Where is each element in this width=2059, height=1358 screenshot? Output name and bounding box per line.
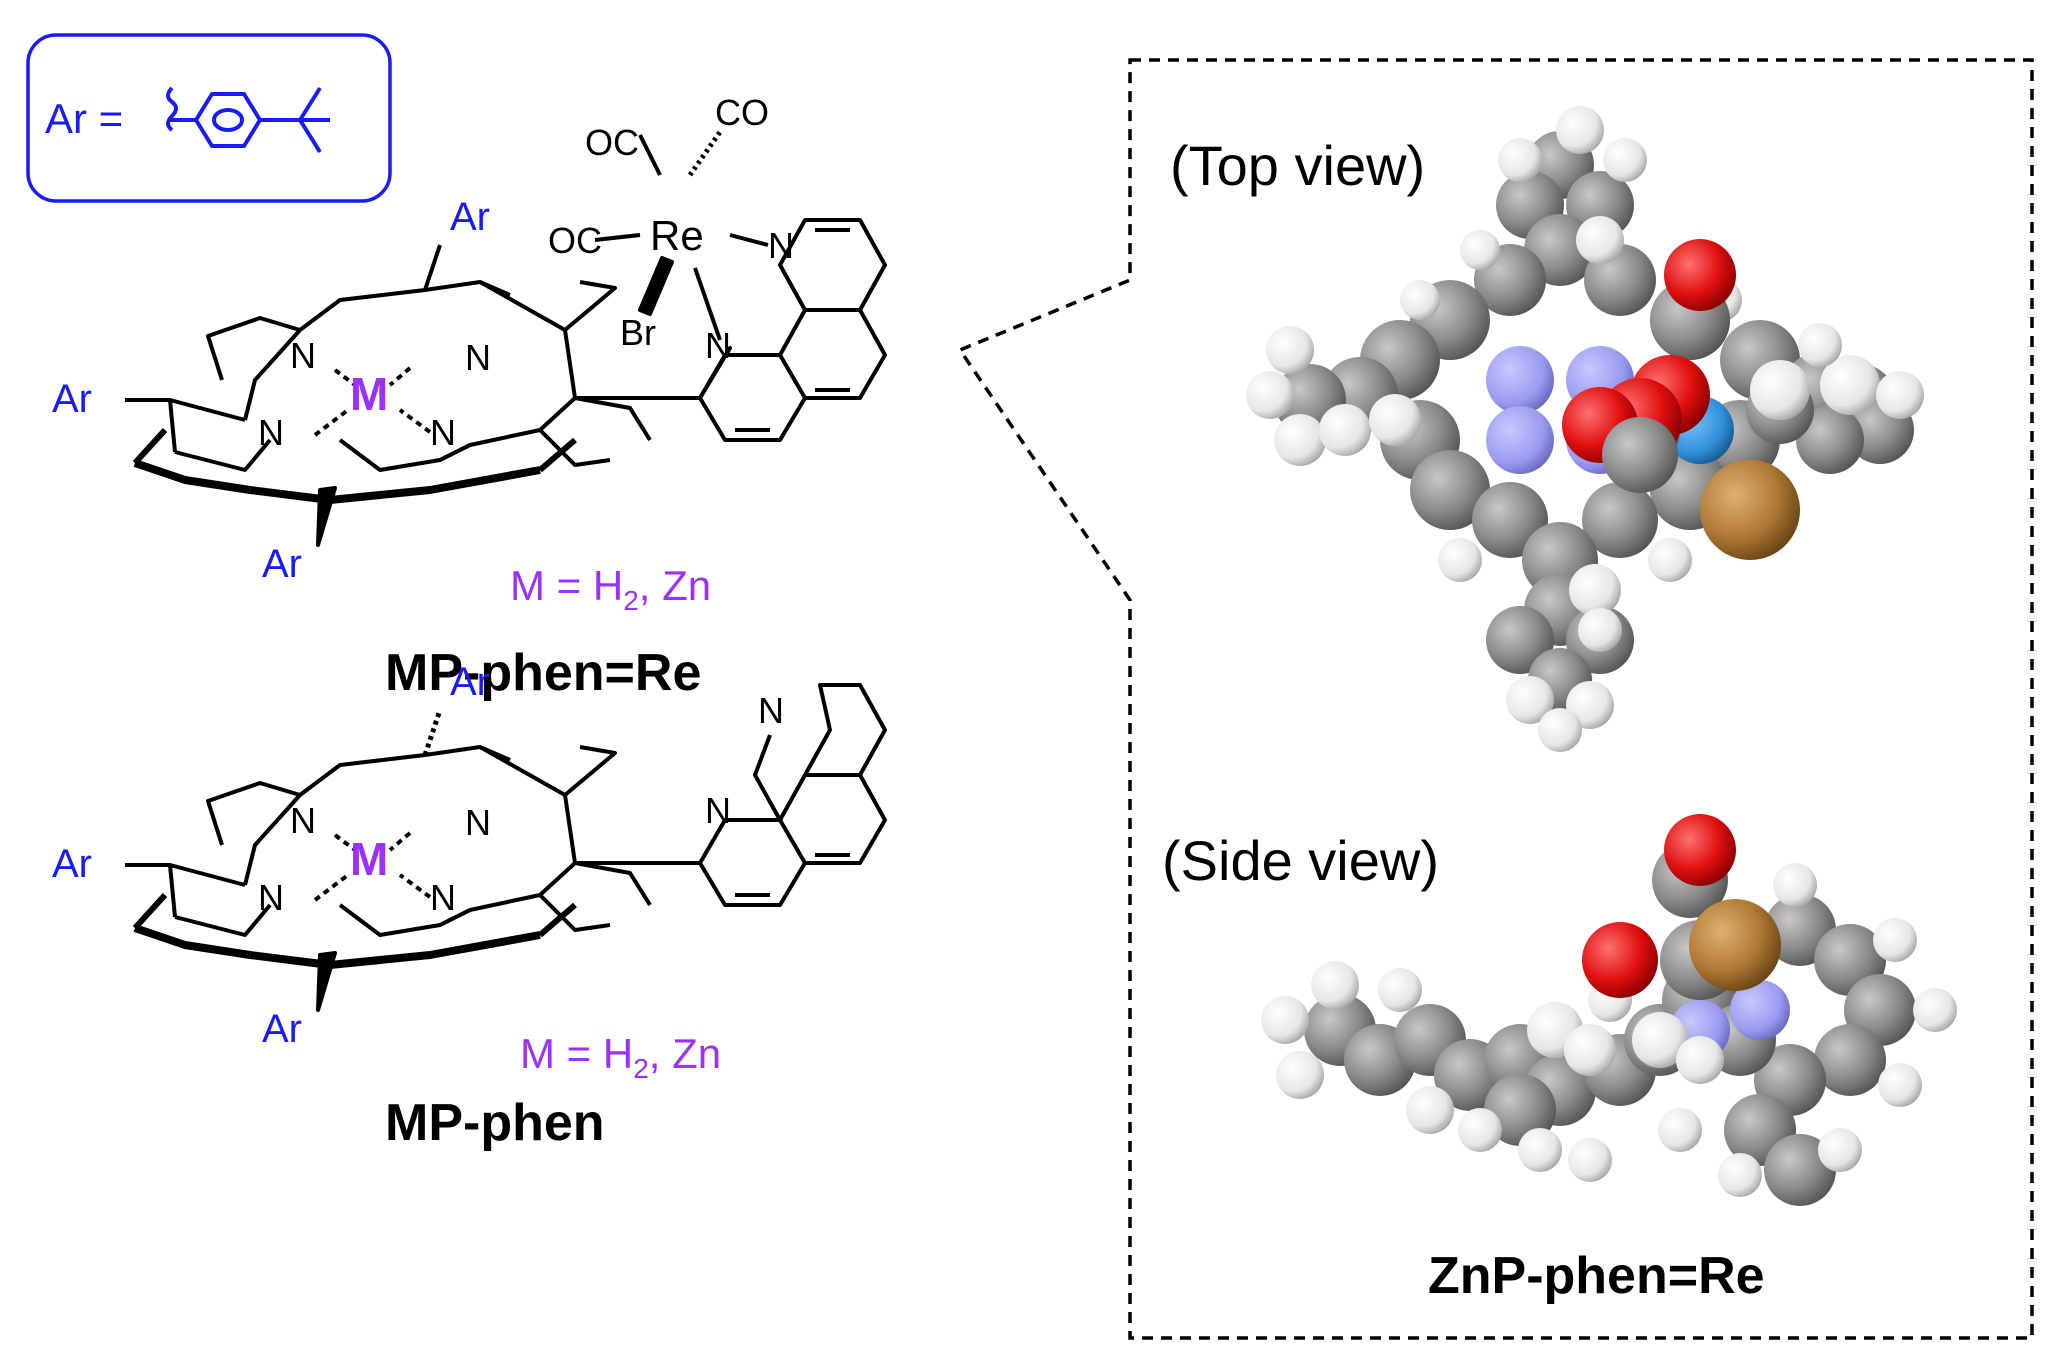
- phen-n-1: N: [768, 225, 794, 266]
- pyrrole-n-4: N: [430, 412, 456, 453]
- pyrrole-n-3: N: [258, 877, 284, 918]
- bromide-label: Br: [620, 312, 656, 353]
- metal-definition: M = H2, Zn: [510, 562, 711, 616]
- pyrrole-n-1: N: [290, 800, 316, 841]
- rhenium-label: Re: [650, 212, 704, 259]
- phen-n-2: N: [705, 325, 731, 366]
- model-compound-name: ZnP-phen=Re: [1428, 1247, 1765, 1305]
- ar-top-label: Ar: [450, 660, 490, 704]
- ar-bottom-label: Ar: [262, 542, 302, 586]
- ar-left-label: Ar: [52, 377, 92, 421]
- pyrrole-n-1: N: [290, 335, 316, 376]
- ar-top-label: Ar: [450, 195, 490, 239]
- space-filling-model-top-view: [1246, 106, 1924, 752]
- pyrrole-n-2: N: [465, 802, 491, 843]
- pyrrole-n-2: N: [465, 337, 491, 378]
- porphyrin-phen-re-structure: Ar Ar Ar M N N N N N N Re OC CO OC Br M …: [52, 92, 887, 702]
- compound-name-top: MP-phen=Re: [385, 644, 701, 702]
- pyrrole-n-4: N: [430, 877, 456, 918]
- carbonyl-1-label: OC: [585, 122, 639, 163]
- callout-frame: [957, 58, 2034, 1340]
- compound-name-bottom: MP-phen: [385, 1094, 605, 1152]
- ar-definition-label: Ar =: [45, 95, 123, 142]
- metal-definition: M = H2, Zn: [520, 1030, 721, 1084]
- top-view-label: (Top view): [1170, 134, 1425, 197]
- ar-bottom-label: Ar: [262, 1007, 302, 1051]
- space-filling-model-side-view: [1261, 814, 1957, 1206]
- tert-butylphenyl-structure: [166, 86, 330, 154]
- ar-left-label: Ar: [52, 842, 92, 886]
- metal-label: M: [350, 368, 388, 420]
- carbonyl-2-label: CO: [715, 92, 769, 133]
- metal-label: M: [350, 833, 388, 885]
- pyrrole-n-3: N: [258, 412, 284, 453]
- ar-definition-box: Ar =: [26, 33, 392, 203]
- phen-n-2: N: [705, 790, 731, 831]
- side-view-label: (Side view): [1162, 829, 1439, 892]
- phen-n-1: N: [758, 690, 784, 731]
- porphyrin-phen-structure: Ar Ar Ar M N N N N N N M = H2, Zn MP-phe…: [52, 660, 887, 1152]
- carbonyl-3-label: OC: [548, 220, 602, 261]
